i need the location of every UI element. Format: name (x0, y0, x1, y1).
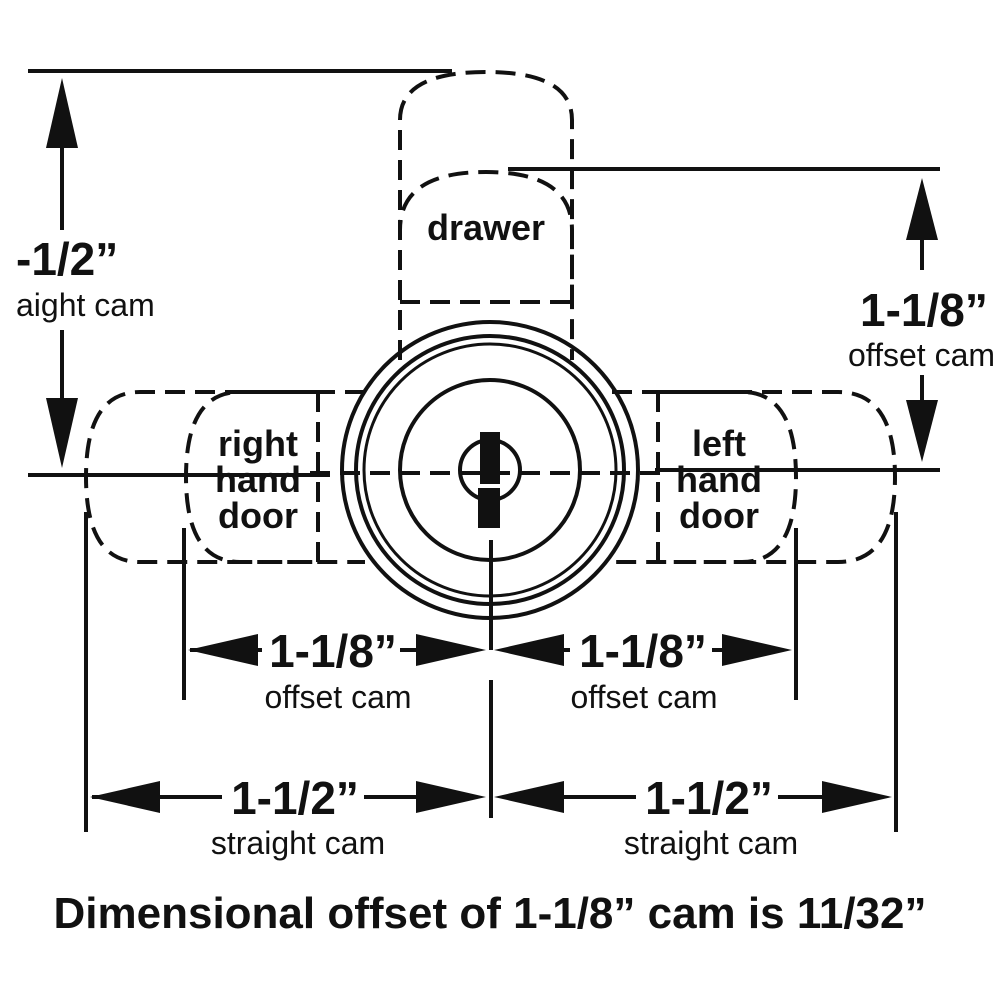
right-hand-door-label-line1: right (218, 423, 298, 464)
right-vertical-caption: offset cam (848, 337, 995, 373)
right-hand-door-label-line2: hand (215, 459, 301, 500)
bottom-left-straight-value: 1-1/2” (231, 772, 359, 824)
drawer-cam-outline (398, 69, 574, 360)
keyway-icon (478, 432, 500, 528)
right-hand-door-label-line3: door (218, 495, 298, 536)
left-vertical-caption: aight cam (16, 287, 155, 323)
right-vertical-value: 1-1/8” (860, 284, 988, 336)
bottom-right-straight-caption: straight cam (624, 825, 798, 861)
bottom-extension-lines (84, 512, 898, 832)
left-vertical-value: -1/2” (16, 233, 118, 285)
bottom-right-offset-dimension (494, 634, 792, 666)
bottom-right-offset-caption: offset cam (570, 679, 717, 715)
bottom-left-offset-value: 1-1/8” (269, 625, 397, 677)
bottom-left-offset-dimension (188, 634, 486, 666)
bottom-right-straight-dimension (494, 781, 892, 813)
dimensional-offset-caption: Dimensional offset of 1-1/8” cam is 11/3… (54, 889, 927, 938)
right-vertical-dimension (508, 167, 940, 472)
bottom-left-straight-dimension (90, 781, 486, 813)
bottom-left-offset-caption: offset cam (264, 679, 411, 715)
left-hand-door-label-line3: door (679, 495, 759, 536)
left-hand-door-label-line1: left (692, 423, 746, 464)
left-hand-door-label-line2: hand (676, 459, 762, 500)
bottom-right-straight-value: 1-1/2” (645, 772, 773, 824)
drawer-label: drawer (427, 207, 545, 248)
left-hand-door-cam-outline (612, 390, 898, 564)
left-vertical-dimension (28, 69, 452, 477)
bottom-right-offset-value: 1-1/8” (579, 625, 707, 677)
bottom-left-straight-caption: straight cam (211, 825, 385, 861)
